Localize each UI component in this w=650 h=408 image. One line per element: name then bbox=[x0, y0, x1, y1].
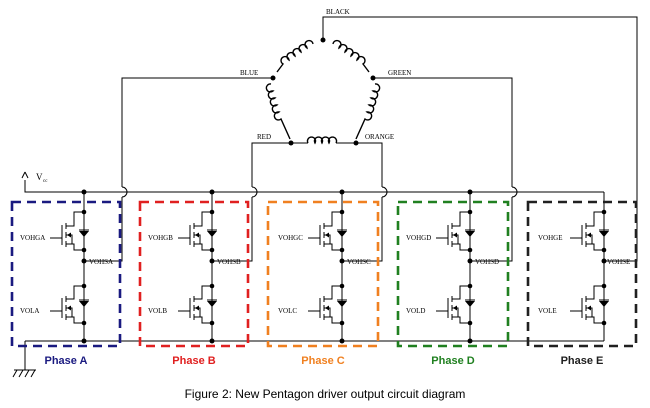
coil-bottom bbox=[306, 136, 338, 145]
vcc-sub: cc bbox=[43, 179, 48, 184]
label-vohsa: VOHSA bbox=[89, 258, 113, 266]
coil-left-red bbox=[265, 83, 291, 140]
phase-box-a bbox=[10, 200, 122, 348]
label-volb: VOLB bbox=[148, 307, 167, 315]
phase-leg-d bbox=[435, 191, 476, 342]
phase-c-label: Phase C bbox=[301, 355, 344, 367]
phase-box-e bbox=[526, 200, 638, 348]
figure-caption: Figure 2: New Pentagon driver output cir… bbox=[185, 387, 466, 401]
phase-b-label: Phase B bbox=[172, 355, 215, 367]
label-volc: VOLC bbox=[278, 307, 297, 315]
phase-leg-e bbox=[569, 191, 610, 342]
label-vold: VOLD bbox=[406, 307, 425, 315]
ground-icon bbox=[12, 369, 36, 378]
phase-e-label: Phase E bbox=[561, 355, 604, 367]
vcc-label: V bbox=[36, 172, 43, 182]
pentagon-motor bbox=[265, 37, 381, 146]
phase-leg-a bbox=[49, 191, 90, 342]
label-blue: BLUE bbox=[240, 69, 258, 77]
phase-a-label: Phase A bbox=[44, 355, 87, 367]
coil-top-left bbox=[276, 39, 314, 73]
label-orange: ORANGE bbox=[365, 133, 394, 141]
label-vola: VOLA bbox=[20, 307, 39, 315]
phase-d-label: Phase D bbox=[431, 355, 474, 367]
phase-box-b bbox=[138, 200, 250, 348]
label-vohgc: VOHGC bbox=[278, 234, 303, 242]
coil-right-orange bbox=[355, 83, 381, 140]
label-vohse: VOHSE bbox=[607, 258, 630, 266]
label-vohsc: VOHSC bbox=[347, 258, 371, 266]
label-vole: VOLE bbox=[538, 307, 557, 315]
label-vohgb: VOHGB bbox=[148, 234, 173, 242]
motor-wiring bbox=[84, 16, 638, 262]
label-vohgd: VOHGD bbox=[406, 234, 431, 242]
phase-leg-b bbox=[177, 191, 218, 342]
label-black: BLACK bbox=[326, 8, 350, 16]
label-vohsb: VOHSB bbox=[217, 258, 241, 266]
coil-top-right bbox=[332, 39, 370, 73]
phase-box-d bbox=[396, 200, 510, 348]
label-vohga: VOHGA bbox=[20, 234, 45, 242]
phase-box-c bbox=[266, 200, 380, 348]
label-red: RED bbox=[257, 133, 271, 141]
label-vohsd: VOHSD bbox=[475, 258, 499, 266]
label-green: GREEN bbox=[388, 69, 411, 77]
phase-leg-c bbox=[307, 191, 348, 342]
label-vohge: VOHGE bbox=[538, 234, 563, 242]
vcc-rail bbox=[24, 180, 604, 193]
